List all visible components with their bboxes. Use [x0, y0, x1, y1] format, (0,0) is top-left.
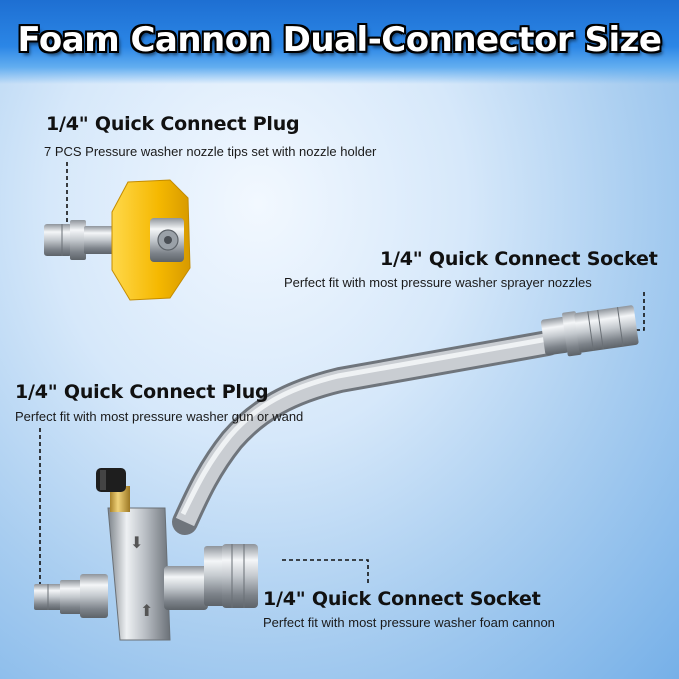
valve-body: ⬇ ⬆ [34, 468, 258, 641]
leader-mid-plug [34, 428, 41, 596]
top-plug-heading: 1/4" Quick Connect Plug [46, 113, 300, 135]
top-socket-heading: 1/4" Quick Connect Socket [380, 248, 658, 270]
bottom-socket-heading: 1/4" Quick Connect Socket [263, 588, 541, 610]
top-socket-description: Perfect fit with most pressure washer sp… [284, 275, 592, 290]
mid-plug-description: Perfect fit with most pressure washer gu… [15, 409, 304, 424]
mid-plug-heading: 1/4" Quick Connect Plug [15, 381, 269, 403]
nozzle-tip [44, 179, 191, 301]
top-plug-description: 7 PCS Pressure washer nozzle tips set wi… [44, 144, 377, 159]
bottom-socket-description: Perfect fit with most pressure washer fo… [263, 615, 555, 630]
leader-bottom-socket [282, 559, 369, 583]
page-title: Foam Cannon Dual-Connector Size [17, 20, 662, 60]
quick-connect-socket-top [540, 305, 639, 357]
svg-text:⬇: ⬇ [130, 533, 143, 552]
svg-text:⬆: ⬆ [140, 601, 153, 620]
title-banner [0, 0, 679, 84]
wand-tube [172, 330, 561, 535]
